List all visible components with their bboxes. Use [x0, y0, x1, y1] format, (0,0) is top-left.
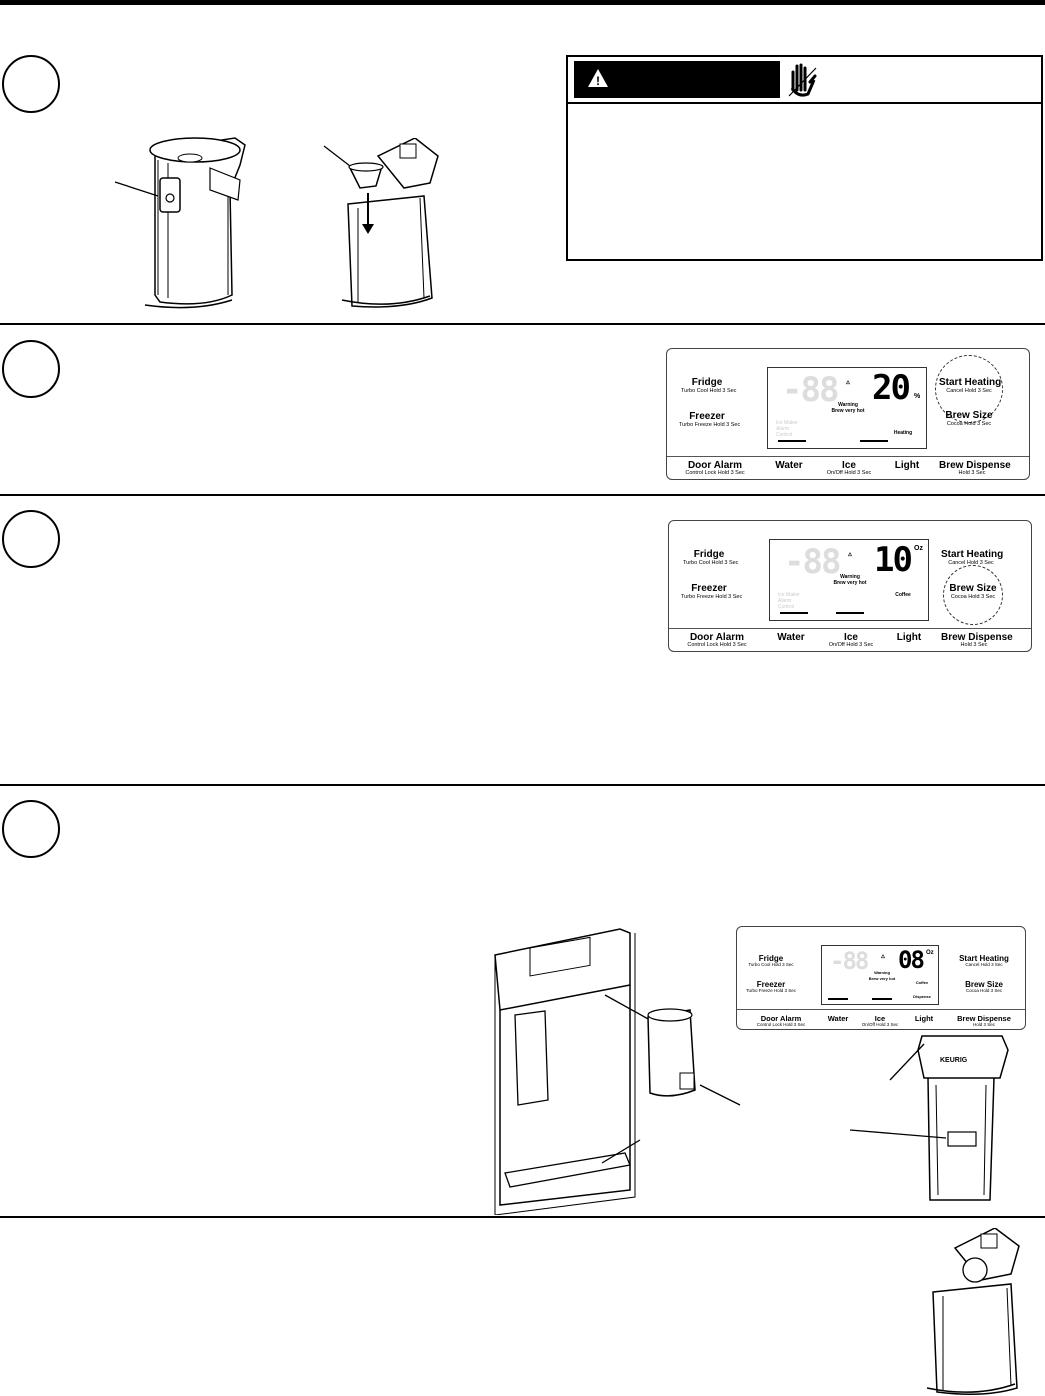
step-circle-4: [2, 800, 60, 858]
caution-header-rule: [566, 102, 1043, 104]
step-circle-1: [2, 55, 60, 113]
light-button[interactable]: Light: [914, 1014, 934, 1023]
freezer-button[interactable]: Freezer: [756, 980, 786, 989]
arrow-icon: [699, 1084, 741, 1106]
warning-label: Warning Brew very hot: [868, 970, 896, 981]
freezer-button[interactable]: Freezer: [691, 583, 727, 594]
hot-hand-icon: [788, 63, 817, 97]
brew-size-highlight: [943, 565, 1003, 625]
step-circle-2: [2, 340, 60, 398]
display-value: 20: [872, 368, 911, 408]
status-label: Heating: [893, 430, 913, 436]
section-divider-1: [0, 323, 1045, 325]
freezer-button[interactable]: Freezer: [689, 411, 725, 422]
status-label: Coffee: [915, 980, 929, 985]
brewer-open-illustration: [926, 1228, 1020, 1395]
caution-header: !: [574, 61, 780, 98]
display-value: 08: [898, 946, 925, 974]
brew-dispense-button[interactable]: Brew Dispense: [957, 1014, 1011, 1023]
warning-icon: ⚠: [847, 552, 853, 558]
warning-icon: ⚠: [845, 380, 851, 386]
light-button[interactable]: Light: [896, 632, 922, 643]
status-label-2: Dispense: [913, 994, 931, 999]
drip-tray: [504, 1152, 631, 1188]
top-rule: [0, 0, 1045, 5]
arrow-icon: [323, 145, 351, 167]
control-panel-heating: Fridge Turbo Cool Hold 3 Sec Freezer Tur…: [666, 348, 1030, 480]
section-divider-2: [0, 494, 1045, 496]
status-label: Coffee: [895, 592, 911, 598]
water-button[interactable]: Water: [827, 1014, 849, 1023]
water-button[interactable]: Water: [775, 460, 803, 471]
start-heating-highlight: [935, 355, 1003, 423]
arrow-icon: [889, 1043, 925, 1081]
door-alarm-button[interactable]: Door Alarm: [687, 460, 743, 471]
lcd-display: -88 08 Oz ⚠ Warning Brew very hot Coffee…: [821, 945, 939, 1005]
display-value: 10: [874, 540, 913, 580]
arrow-icon: [849, 1129, 947, 1139]
start-heating-button[interactable]: Start Heating: [941, 549, 1004, 560]
door-alarm-button[interactable]: Door Alarm: [689, 632, 745, 643]
arrow-icon: [601, 1139, 641, 1164]
brew-dispense-button[interactable]: Brew Dispense: [941, 632, 1013, 643]
door-alarm-button[interactable]: Door Alarm: [760, 1014, 802, 1023]
ice-button[interactable]: Ice: [842, 460, 856, 471]
ice-button[interactable]: Ice: [844, 632, 858, 643]
brewer-open-with-pod-illustration: [323, 138, 439, 308]
water-button[interactable]: Water: [777, 632, 805, 643]
brewer-installed-illustration: KEURIG: [849, 1035, 1009, 1201]
arrow-icon: [114, 181, 159, 197]
section-divider-4: [0, 1216, 1045, 1218]
step-circle-3: [2, 510, 60, 568]
brew-size-button[interactable]: Brew Size: [945, 410, 993, 421]
warning-icon: ⚠: [880, 954, 886, 960]
control-panel-brew-size: Fridge Turbo Cool Hold 3 Sec Freezer Tur…: [668, 520, 1032, 652]
brand-label: KEURIG: [940, 1057, 968, 1064]
warning-label: Warning Brew very hot: [833, 574, 867, 586]
fridge-button[interactable]: Fridge: [691, 377, 723, 388]
dispenser-with-brewer-illustration: [494, 928, 741, 1215]
fridge-button[interactable]: Fridge: [693, 549, 725, 560]
light-button[interactable]: Light: [894, 460, 920, 471]
lcd-display: -88 20 % ⚠ Warning Brew very hot Heating…: [767, 367, 927, 449]
warning-label: Warning Brew very hot: [831, 402, 865, 414]
warning-triangle-icon: [588, 69, 608, 87]
brew-size-button[interactable]: Brew Size: [965, 980, 1003, 989]
lcd-display: -88 10 Oz ⚠ Warning Brew very hot Coffee…: [769, 539, 929, 621]
brew-size-button[interactable]: Brew Size: [949, 583, 997, 594]
control-panel-dispense: Fridge Turbo Cool Hold 3 Sec Freezer Tur…: [736, 926, 1026, 1030]
caution-box: [566, 55, 1043, 261]
arrow-icon: [604, 994, 651, 1021]
start-heating-button[interactable]: Start Heating: [939, 377, 1002, 388]
section-divider-3: [0, 784, 1045, 786]
fridge-button[interactable]: Fridge: [758, 954, 784, 963]
brewer-closed-illustration: [114, 137, 246, 309]
brew-dispense-button[interactable]: Brew Dispense: [939, 460, 1011, 471]
ice-button[interactable]: Ice: [874, 1014, 886, 1023]
start-heating-button[interactable]: Start Heating: [959, 954, 1009, 963]
